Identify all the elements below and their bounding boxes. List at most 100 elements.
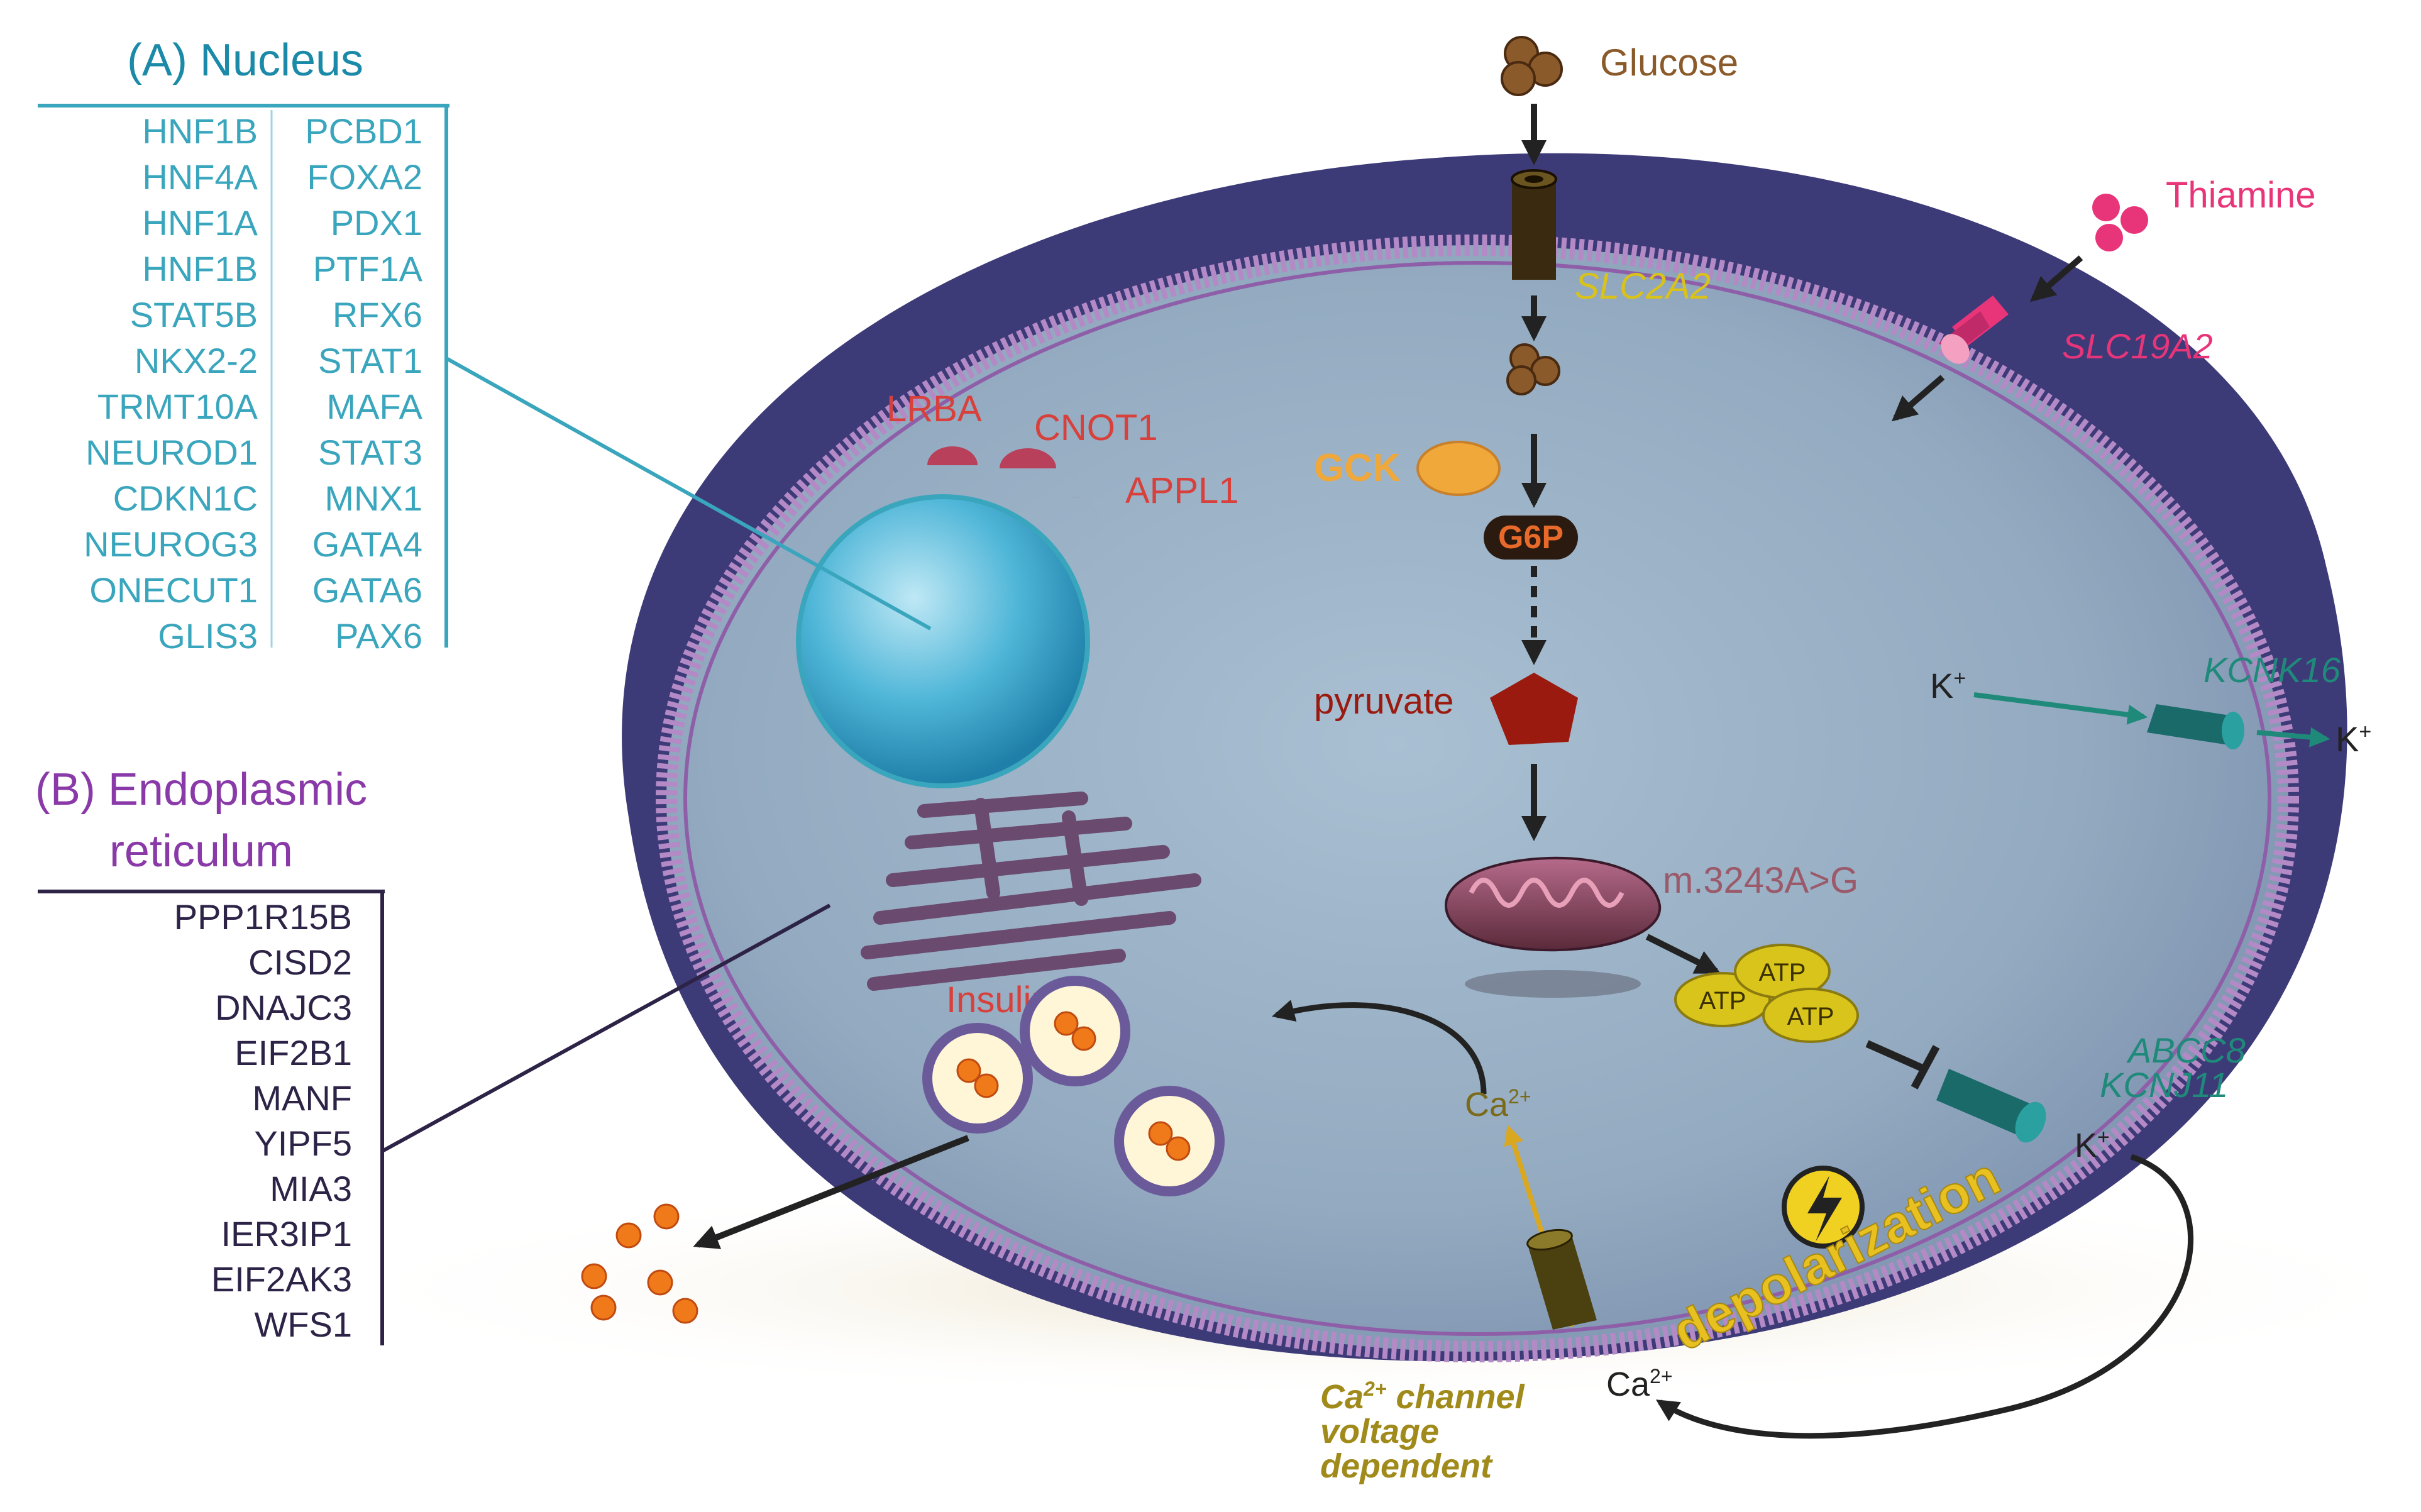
k-katp-label: K+: [2075, 1125, 2110, 1164]
k-out-arrow: [2256, 727, 2330, 748]
nucleus-gene: GATA6: [312, 570, 422, 610]
ca-to-insulin-arrow: [1272, 1000, 1487, 1095]
nucleus-gene: HNF4A: [142, 157, 258, 197]
nucleus: [796, 494, 1090, 788]
nucleus-gene: STAT5B: [130, 295, 258, 334]
nucleus-gene: FOXA2: [307, 157, 422, 197]
insulin-granule: [1114, 1086, 1225, 1196]
nucleus-gene: HNF1B: [142, 249, 258, 289]
slc19a2-label: SLC19A2: [2062, 326, 2213, 366]
er-gene: EIF2AK3: [211, 1259, 352, 1299]
thiamine-label: Thiamine: [2166, 175, 2316, 216]
nucleus-gene: NKX2-2: [135, 341, 258, 380]
atp-cluster: ATP ATP ATP: [1674, 944, 1859, 1043]
nucleus-gene: PDX1: [331, 203, 422, 243]
secreted-insulin: [581, 1203, 698, 1324]
abcc8-label: ABCC8: [2126, 1030, 2246, 1070]
er-gene: WFS1: [254, 1305, 352, 1344]
nucleus-gene: PCBD1: [305, 111, 422, 151]
er-gene: MIA3: [270, 1169, 352, 1208]
ca-channel-label-line3: dependent: [1320, 1447, 1493, 1485]
nucleus-pointer-line: [445, 356, 932, 631]
ca-outside-label: Ca2+: [1606, 1365, 1673, 1403]
nucleus-gene: HNF1A: [142, 203, 258, 243]
mito-variant-label: m.3243A>G: [1663, 860, 1858, 901]
nucleus-gene: MAFA: [327, 387, 423, 426]
g6p-badge: [1484, 516, 1578, 560]
nucleus-gene: STAT1: [318, 341, 422, 380]
pyruvate-label: pyruvate: [1314, 681, 1453, 722]
glucose-molecule-icon: [1501, 36, 1563, 96]
ca-channel-label-line1: Ca2+ channel: [1320, 1377, 1525, 1416]
secreted-insulin-dot: [647, 1269, 673, 1296]
plasma-membrane: [656, 235, 2299, 1362]
secreted-insulin-dot: [672, 1298, 698, 1324]
mitochondrion-cristae: [1469, 878, 1624, 908]
insulin-secretion-arrow: [693, 1135, 969, 1249]
lightning-icon: [1807, 1176, 1842, 1242]
nucleus-gene: TRMT10A: [97, 387, 258, 426]
kcnk16-channel-icon: [2147, 704, 2244, 749]
glucose-intracellular-icon: [1506, 343, 1560, 395]
secreted-insulin-dot: [653, 1203, 680, 1230]
g6p-label: G6P: [1498, 519, 1563, 556]
er-gene: PPP1R15B: [174, 897, 352, 937]
k-efflux-curve-arrow: [1655, 1154, 2194, 1439]
thiamine-arrow: [2029, 255, 2083, 302]
nucleus-gene: MNX1: [324, 478, 422, 518]
er-gene-list: PPP1R15BCISD2DNAJC3EIF2B1MANFYIPF5MIA3IE…: [174, 897, 352, 1344]
secreted-insulin-dot: [615, 1222, 642, 1249]
insulin-granule: [922, 1023, 1033, 1134]
cnot1-protein-icon: [1000, 448, 1056, 468]
nucleus-gene: CDKN1C: [113, 478, 258, 518]
nucleus-panel-title: (A) Nucleus: [127, 35, 363, 86]
pyruvate-molecule-icon: [1490, 673, 1578, 745]
er-pointer-line: [382, 903, 831, 1152]
insulin-granule: [1020, 976, 1130, 1086]
ca-inside-label: Ca2+: [1465, 1085, 1531, 1123]
thiamine-molecule-icon: [2092, 194, 2148, 251]
slc2a2-transporter-icon: [1511, 169, 1557, 280]
nucleus-gene: PAX6: [335, 616, 422, 656]
lrba-label: LRBA: [886, 389, 982, 429]
cnot1-label: CNOT1: [1034, 407, 1158, 448]
nucleus-gene: ONECUT1: [89, 570, 258, 610]
nucleus-gene-list-right: PCBD1FOXA2PDX1PTF1ARFX6STAT1MAFASTAT3MNX…: [305, 111, 422, 656]
nucleus-gene: GATA4: [312, 524, 422, 564]
ca-channel-icon: [1526, 1228, 1597, 1330]
nucleus-gene: STAT3: [318, 433, 422, 472]
kcnk16-label: KCNK16: [2203, 650, 2341, 690]
atp-label-1: ATP: [1699, 987, 1746, 1015]
er-gene: MANF: [252, 1078, 352, 1118]
glucose-label: Glucose: [1600, 41, 1738, 84]
nucleus-gene: GLIS3: [158, 616, 258, 656]
atp-inhibition-bar: [1911, 1045, 1940, 1090]
lrba-protein-icon: [927, 446, 978, 465]
slc2a2-label: SLC2A2: [1575, 266, 1711, 307]
secreted-insulin-dot: [581, 1263, 607, 1289]
gck-enzyme-icon: [1416, 441, 1501, 496]
er-panel-title-line2: reticulum: [109, 826, 293, 876]
ca-channel-label-line2: voltage: [1320, 1413, 1439, 1450]
er-gene: EIF2B1: [234, 1033, 352, 1073]
nucleus-gene: HNF1B: [142, 111, 258, 151]
mitochondrion-shadow: [1465, 970, 1641, 998]
er-gene: YIPF5: [254, 1123, 352, 1163]
kcnj11-label: KCNJ11: [2100, 1065, 2228, 1105]
thiamine-entry-arrow: [1891, 375, 1945, 422]
atp-label-2: ATP: [1759, 959, 1806, 986]
atp-inhibition-line: [1865, 1040, 1926, 1073]
k-out-label: K+: [2336, 719, 2371, 759]
mito-to-atp-arrow: [1645, 934, 1721, 974]
atp-label-3: ATP: [1787, 1003, 1834, 1030]
insulin-granules: [922, 976, 1225, 1196]
slc19a2-transporter-icon: [1939, 295, 2009, 364]
k-in-label: K+: [1930, 666, 1966, 705]
er-gene: DNAJC3: [215, 988, 352, 1027]
plasma-membrane-inner: [683, 261, 2271, 1336]
er-panel-title-line1: (B) Endoplasmic: [35, 764, 367, 815]
appl1-label: APPL1: [1125, 470, 1239, 511]
nucleus-gene: NEUROD1: [85, 433, 258, 472]
